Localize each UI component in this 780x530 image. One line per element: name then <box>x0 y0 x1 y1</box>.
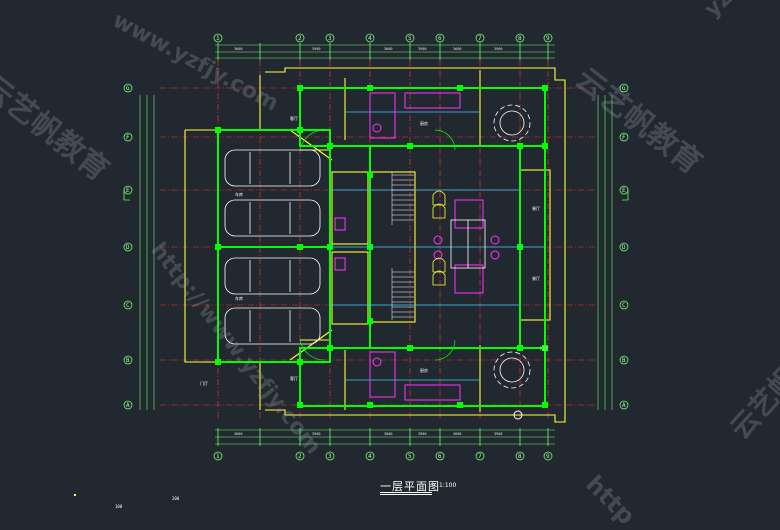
axis-bottom-4: 4 <box>368 453 372 460</box>
dim-bottom-5: 3600 <box>453 432 461 436</box>
car-icon <box>224 257 321 295</box>
corner-label: 100 <box>115 504 123 509</box>
beams <box>330 111 545 381</box>
axis-left-B: B <box>126 357 130 364</box>
axis-left-G: G <box>126 85 130 92</box>
dimension-frame <box>139 44 613 445</box>
axis-bottom-3: 3 <box>328 453 332 460</box>
axis-top-8: 8 <box>518 35 522 42</box>
room-label: 客厅 <box>290 115 298 121</box>
corner-brackets <box>123 190 629 201</box>
car-icon <box>224 149 321 187</box>
dimension-ticks <box>217 43 549 446</box>
title-underline <box>380 492 432 493</box>
room-label: 餐厅 <box>532 275 540 281</box>
axis-top-5: 5 <box>408 35 412 42</box>
corner-label: 200 <box>172 496 180 501</box>
dimension-labels-bottom: 3600 3900 3600 3900 3600 3900 <box>234 432 502 436</box>
axis-top-2: 2 <box>298 35 302 42</box>
dim-bottom-6: 3900 <box>494 432 502 436</box>
axis-letters-right: A B C D E F G <box>622 85 626 409</box>
dim-top-4: 3900 <box>418 47 426 51</box>
axis-top-7: 7 <box>478 35 482 42</box>
dim-top-5: 3600 <box>453 47 461 51</box>
room-label: 餐厅 <box>532 205 540 211</box>
room-label: 门厅 <box>200 380 208 386</box>
axis-top-9: 9 <box>546 35 550 42</box>
axis-top-3: 3 <box>328 35 332 42</box>
sanitary-fixtures <box>334 92 523 420</box>
axis-top-6: 6 <box>438 35 442 42</box>
room-label: 车库 <box>235 191 243 197</box>
room-labels: 车库 车库 餐厅 餐厅 厨房 厨房 客厅 客厅 门厅 门厅 <box>200 115 548 386</box>
dim-bottom-1: 3600 <box>234 432 242 436</box>
room-label: 客厅 <box>290 375 298 381</box>
dim-top-2: 3900 <box>312 47 320 51</box>
car-icons <box>224 149 321 345</box>
axis-left-A: A <box>126 402 130 409</box>
chairs <box>432 190 446 286</box>
axis-bottom-9: 9 <box>546 453 550 460</box>
room-label: 门厅 <box>540 345 548 351</box>
axis-numbers-bottom: 1 2 3 4 5 6 7 8 9 <box>216 453 550 460</box>
axis-bottom-2: 2 <box>298 453 302 460</box>
door-swings <box>299 129 456 361</box>
dimension-labels-top: 3600 3900 3600 3900 3600 3900 <box>234 47 502 51</box>
dim-top-6: 3900 <box>494 47 502 51</box>
axis-right-F: F <box>622 134 626 141</box>
axis-right-E: E <box>622 187 626 194</box>
axis-bottom-5: 5 <box>408 453 412 460</box>
drawing-scale: 1:100 <box>439 482 457 489</box>
axis-numbers-top: 1 2 3 4 5 6 7 8 9 <box>216 35 550 42</box>
axis-right-A: A <box>622 402 626 409</box>
axis-bottom-1: 1 <box>216 453 220 460</box>
axis-letters-left: A B C D E F G <box>126 85 130 409</box>
corner-labels: 100 200 <box>115 496 180 509</box>
axis-bottom-8: 8 <box>518 453 522 460</box>
car-icon <box>224 199 321 237</box>
stairs <box>391 172 414 320</box>
axis-right-C: C <box>622 302 626 309</box>
corner-marks <box>74 494 76 496</box>
dim-bottom-2: 3900 <box>312 432 320 436</box>
room-label: 厨房 <box>420 367 428 373</box>
dim-bottom-3: 3600 <box>384 432 392 436</box>
round-table-icon <box>499 110 525 136</box>
room-label: 车库 <box>235 295 243 301</box>
axis-bottom-6: 6 <box>438 453 442 460</box>
axis-bubbles-top <box>213 33 553 43</box>
dim-top-1: 3600 <box>234 47 242 51</box>
room-label: 厨房 <box>420 120 428 126</box>
axis-right-B: B <box>622 357 626 364</box>
dim-bottom-4: 3900 <box>418 432 426 436</box>
floor-plan-drawing: 3600 3900 3600 3900 3600 3900 3600 3900 … <box>74 33 629 509</box>
drawing-title: 一层平面图 <box>380 480 440 493</box>
dim-top-3: 3600 <box>384 47 392 51</box>
axis-right-D: D <box>622 244 626 251</box>
title-underline <box>380 494 432 495</box>
axis-bubbles-bottom <box>213 451 553 461</box>
axis-top-4: 4 <box>368 35 372 42</box>
dining-tables <box>450 104 531 389</box>
axis-right-G: G <box>622 85 626 92</box>
round-table-icon <box>499 357 525 383</box>
axis-bottom-7: 7 <box>478 453 482 460</box>
car-icon <box>224 307 321 345</box>
axis-left-D: D <box>126 244 130 251</box>
axis-top-1: 1 <box>216 35 220 42</box>
axis-left-C: C <box>126 302 130 309</box>
axis-left-F: F <box>126 134 130 141</box>
axis-left-E: E <box>126 187 130 194</box>
